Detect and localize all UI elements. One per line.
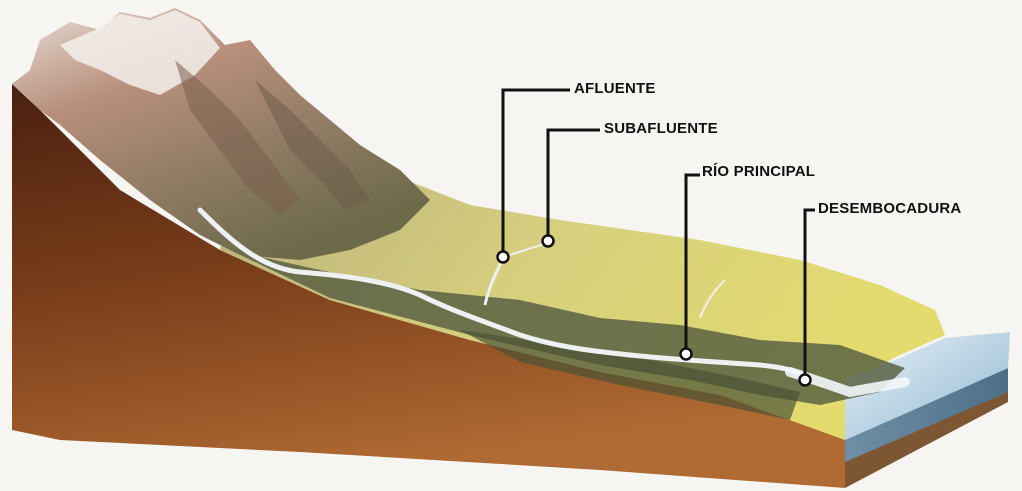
marker-afluente bbox=[498, 252, 509, 263]
label-subafluente: SUBAFLUENTE bbox=[604, 120, 718, 137]
label-rio-principal: RÍO PRINCIPAL bbox=[702, 163, 815, 180]
marker-desembocadura bbox=[800, 375, 811, 386]
marker-rio-principal bbox=[681, 349, 692, 360]
label-afluente: AFLUENTE bbox=[574, 80, 656, 97]
marker-subafluente bbox=[543, 236, 554, 247]
label-desembocadura: DESEMBOCADURA bbox=[818, 200, 961, 217]
